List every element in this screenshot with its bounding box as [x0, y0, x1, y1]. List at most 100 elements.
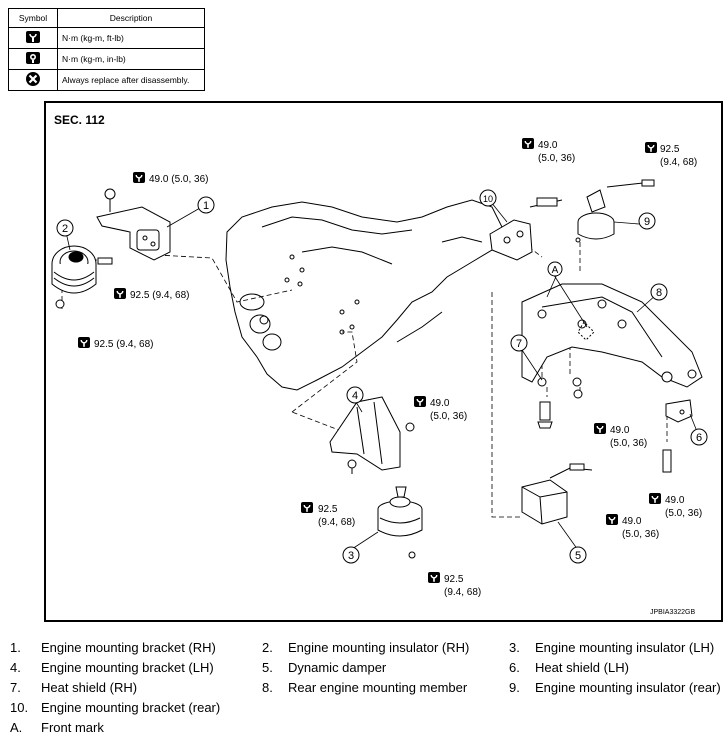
- legend-number: A.: [10, 720, 23, 735]
- callout-4-label: 4: [352, 390, 358, 402]
- torque-spec: 49.0: [665, 495, 685, 506]
- callout-5-label: 5: [575, 550, 581, 562]
- legend-number: 9.: [509, 680, 520, 695]
- callout-2-label: 2: [62, 223, 68, 235]
- callout-6: [690, 428, 708, 446]
- torque-spec: 49.0: [622, 516, 642, 527]
- part-10-bracket-rear: [489, 197, 563, 261]
- callout-1: [197, 196, 215, 214]
- torque-spec: 92.5 (9.4, 68): [94, 339, 153, 350]
- callout-2: [56, 219, 74, 237]
- torque-wrench-icon: [644, 141, 658, 154]
- torque-spec: 49.0: [610, 425, 630, 436]
- part-1-bracket-rh: [96, 188, 171, 261]
- torque-spec: 92.5: [318, 504, 338, 515]
- torque-spec: (5.0, 36): [610, 438, 647, 449]
- part-6-heat-shield-lh: [662, 399, 693, 473]
- legend-text: Heat shield (LH): [535, 660, 629, 675]
- symbol-table: Symbol Description N·m (kg-m, ft-lb) N·m…: [8, 8, 205, 91]
- diagram-code: JPBIA3322GB: [650, 609, 695, 616]
- torque-wrench-inlb-icon: [26, 52, 40, 64]
- torque-spec: (5.0, 36): [622, 529, 659, 540]
- part-5-dynamic-damper: [521, 463, 593, 525]
- part-9-insulator-rear: [575, 179, 655, 243]
- callout-7-label: 7: [516, 338, 522, 350]
- torque-spec: 92.5: [444, 574, 464, 585]
- callout-4: [346, 386, 364, 404]
- legend-text: Front mark: [41, 720, 104, 735]
- legend-text: Engine mounting insulator (rear): [535, 680, 721, 695]
- legend-number: 3.: [509, 640, 520, 655]
- callout-1-label: 1: [203, 200, 209, 212]
- legend-number: 2.: [262, 640, 273, 655]
- torque-spec: (9.4, 68): [444, 587, 481, 598]
- legend-number: 4.: [10, 660, 21, 675]
- legend-text: Engine mounting insulator (LH): [535, 640, 715, 655]
- torque-spec: 49.0: [430, 398, 450, 409]
- torque-specs: 49.0 (5.0, 36) 92.5 (9.4, 68) 92.5 (9.4,…: [77, 137, 702, 598]
- legend-text: Rear engine mounting member: [288, 680, 468, 695]
- callouts: 1 2 3 4 5 6 7 8 9 10 A: [56, 189, 708, 564]
- symbol-row: N·m (kg-m, ft-lb): [8, 27, 205, 49]
- callout-9: [638, 212, 656, 230]
- symbol-description: N·m (kg-m, in-lb): [57, 48, 205, 70]
- callout-a: [547, 261, 563, 277]
- torque-wrench-icon: [427, 571, 441, 584]
- torque-spec: (5.0, 36): [430, 411, 467, 422]
- torque-spec: (9.4, 68): [318, 517, 355, 528]
- engine-block: [225, 199, 503, 391]
- callout-10-label: 10: [483, 194, 493, 204]
- callout-5: [569, 546, 587, 564]
- legend-text: Engine mounting bracket (LH): [41, 660, 214, 675]
- callout-a-label: A: [552, 265, 559, 276]
- torque-wrench-icon: [132, 171, 146, 184]
- torque-spec: (5.0, 36): [665, 508, 702, 519]
- torque-wrench-icon: [77, 336, 91, 349]
- callout-8-label: 8: [656, 287, 662, 299]
- callout-9-label: 9: [644, 216, 650, 228]
- callout-8: [650, 283, 668, 301]
- torque-wrench-icon: [413, 395, 427, 408]
- replace-x-icon: [26, 72, 40, 86]
- torque-wrench-icon: [113, 287, 127, 300]
- torque-spec: (9.4, 68): [660, 157, 697, 168]
- torque-wrench-icon: [521, 137, 535, 150]
- legend-number: 5.: [262, 660, 273, 675]
- part-7-heat-shield-rh: [537, 389, 583, 429]
- callout-10: [479, 189, 497, 207]
- legend-text: Engine mounting bracket (RH): [41, 640, 216, 655]
- part-2-insulator-rh: [51, 245, 113, 309]
- legend-text: Engine mounting insulator (RH): [288, 640, 470, 655]
- section-label: SEC. 112: [54, 113, 105, 127]
- legend-number: 10.: [10, 700, 29, 715]
- torque-spec: (5.0, 36): [538, 153, 575, 164]
- torque-wrench-nm-icon: [26, 31, 40, 43]
- torque-spec: 49.0: [538, 140, 558, 151]
- engine-mount-diagram: SEC. 112 JPBIA3322GB: [51, 113, 708, 616]
- legend-number: 8.: [262, 680, 273, 695]
- torque-wrench-icon: [648, 492, 662, 505]
- part-8-rear-member: [521, 283, 703, 388]
- callout-6-label: 6: [696, 432, 702, 444]
- legend-number: 6.: [509, 660, 520, 675]
- legend-text: Engine mounting bracket (rear): [41, 700, 221, 715]
- symbol-description: Always replace after disassembly.: [57, 69, 205, 91]
- legend-number: 7.: [10, 680, 21, 695]
- diagram-frame: SEC. 112 JPBIA3322GB: [44, 101, 723, 622]
- callout-3: [342, 546, 360, 564]
- callout-3-label: 3: [348, 550, 354, 562]
- torque-spec: 92.5: [660, 144, 680, 155]
- legend-number: 1.: [10, 640, 21, 655]
- legend-text: Heat shield (RH): [41, 680, 138, 695]
- symbol-row: N·m (kg-m, in-lb): [8, 48, 205, 70]
- parts-legend: 1. Engine mounting bracket (RH) 2. Engin…: [0, 636, 728, 743]
- torque-wrench-icon: [593, 422, 607, 435]
- part-3-insulator-lh: [377, 486, 423, 559]
- symbol-row: Always replace after disassembly.: [8, 69, 205, 91]
- torque-spec: 49.0 (5.0, 36): [149, 174, 208, 185]
- callout-7: [510, 334, 528, 352]
- torque-wrench-icon: [605, 513, 619, 526]
- symbol-description: N·m (kg-m, ft-lb): [57, 27, 205, 49]
- torque-wrench-icon: [300, 501, 314, 514]
- part-4-bracket-lh: [329, 396, 415, 474]
